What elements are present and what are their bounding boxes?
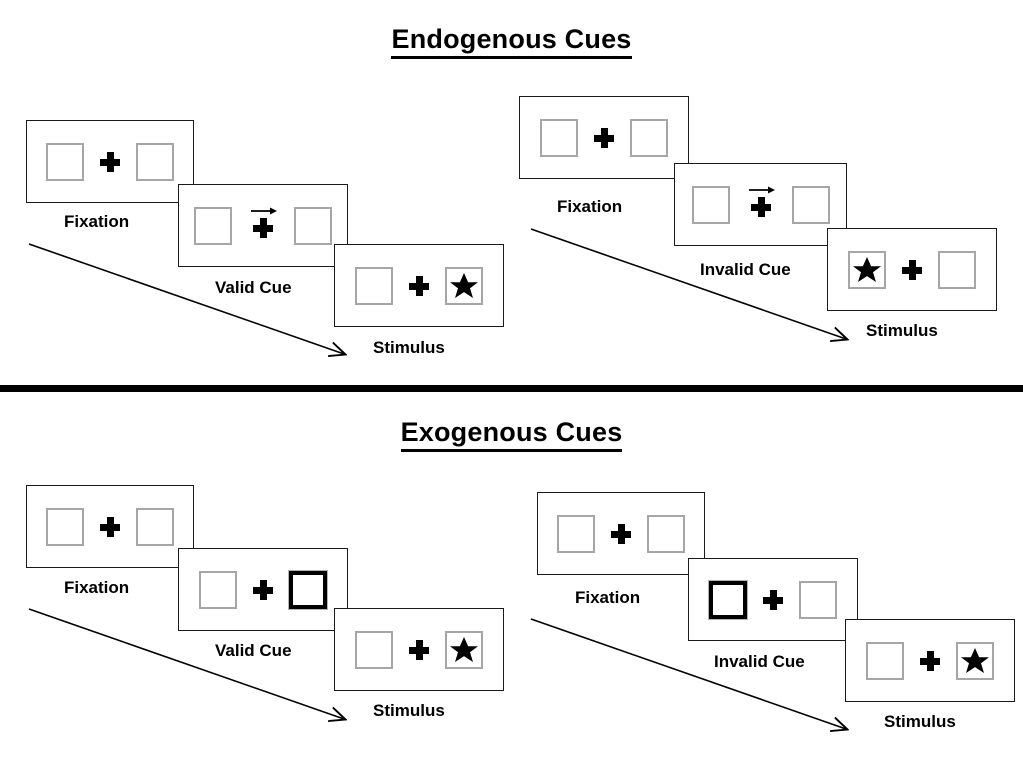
cue-column <box>248 206 278 246</box>
trial-frame-exogenous-valid-cue[interactable] <box>178 548 348 631</box>
star-icon <box>961 647 989 673</box>
plus-icon <box>253 217 273 238</box>
trial-frame-endogenous-valid-fixation[interactable] <box>26 120 194 203</box>
frame-label-exogenous-invalid-fixation: Fixation <box>575 588 641 607</box>
section-divider <box>0 385 1023 392</box>
star-icon <box>450 272 478 298</box>
right-box-with-target <box>445 266 483 305</box>
plus-icon <box>100 516 120 537</box>
left-box <box>355 630 393 669</box>
right-box <box>136 142 174 181</box>
trial-frame-exogenous-valid-fixation[interactable] <box>26 485 194 568</box>
trial-frame-endogenous-invalid-cue[interactable] <box>674 163 847 246</box>
star-icon <box>450 636 478 662</box>
trial-frame-exogenous-invalid-cue[interactable] <box>688 558 858 641</box>
trial-frame-endogenous-invalid-fixation[interactable] <box>519 96 689 179</box>
plus-icon <box>611 523 631 544</box>
left-box <box>199 570 237 609</box>
left-box <box>46 507 84 546</box>
left-box <box>691 185 730 224</box>
plus-icon <box>409 639 429 660</box>
arrow-right-icon <box>748 186 775 193</box>
frame-label-exogenous-valid-fixation: Fixation <box>64 578 130 597</box>
plus-icon <box>409 275 429 296</box>
plus-icon <box>594 127 614 148</box>
right-box <box>799 580 837 619</box>
section-title-exogenous: Exogenous Cues <box>0 417 1023 452</box>
right-box <box>136 507 174 546</box>
right-box-cued <box>288 569 328 610</box>
plus-icon <box>763 589 783 610</box>
left-box-with-target <box>848 250 886 289</box>
left-box <box>46 142 84 181</box>
left-box <box>194 206 232 245</box>
frame-label-endogenous-invalid-fixation: Fixation <box>557 197 623 216</box>
trial-frame-exogenous-valid-stimulus[interactable] <box>334 608 504 691</box>
right-box <box>647 514 685 553</box>
left-box <box>355 266 393 305</box>
plus-icon <box>920 650 940 671</box>
section-title-exogenous-text: Exogenous Cues <box>400 417 623 452</box>
frame-label-exogenous-invalid-stimulus: Stimulus <box>884 712 956 731</box>
right-box <box>630 118 668 157</box>
left-box <box>557 514 595 553</box>
plus-icon <box>902 259 922 280</box>
plus-icon <box>100 151 120 172</box>
plus-icon <box>750 196 771 217</box>
right-box <box>791 185 830 224</box>
frame-label-endogenous-valid-fixation: Fixation <box>64 212 130 231</box>
right-box <box>294 206 332 245</box>
trial-frame-endogenous-valid-stimulus[interactable] <box>334 244 504 327</box>
frame-label-endogenous-invalid-stimulus: Stimulus <box>866 321 938 340</box>
cue-column <box>746 185 776 225</box>
trial-frame-exogenous-invalid-fixation[interactable] <box>537 492 705 575</box>
star-icon <box>853 256 881 282</box>
arrow-right-icon <box>251 207 277 214</box>
right-box-with-target <box>445 630 483 669</box>
plus-icon <box>253 579 273 600</box>
frame-label-exogenous-invalid-cue: Invalid Cue <box>714 652 805 671</box>
frame-label-exogenous-valid-cue: Valid Cue <box>215 641 292 660</box>
left-box <box>540 118 578 157</box>
trial-frame-exogenous-invalid-stimulus[interactable] <box>845 619 1015 702</box>
left-box <box>866 641 904 680</box>
right-box <box>938 250 976 289</box>
frame-label-endogenous-invalid-cue: Invalid Cue <box>700 260 791 279</box>
trial-frame-endogenous-valid-cue[interactable] <box>178 184 348 267</box>
frame-label-exogenous-valid-stimulus: Stimulus <box>373 701 445 720</box>
frame-label-endogenous-valid-stimulus: Stimulus <box>373 338 445 357</box>
section-title-endogenous: Endogenous Cues <box>0 24 1023 59</box>
section-title-endogenous-text: Endogenous Cues <box>391 24 632 59</box>
frame-label-endogenous-valid-cue: Valid Cue <box>215 278 292 297</box>
trial-frame-endogenous-invalid-stimulus[interactable] <box>827 228 997 311</box>
left-box-cued <box>708 579 748 620</box>
right-box-with-target <box>956 641 994 680</box>
